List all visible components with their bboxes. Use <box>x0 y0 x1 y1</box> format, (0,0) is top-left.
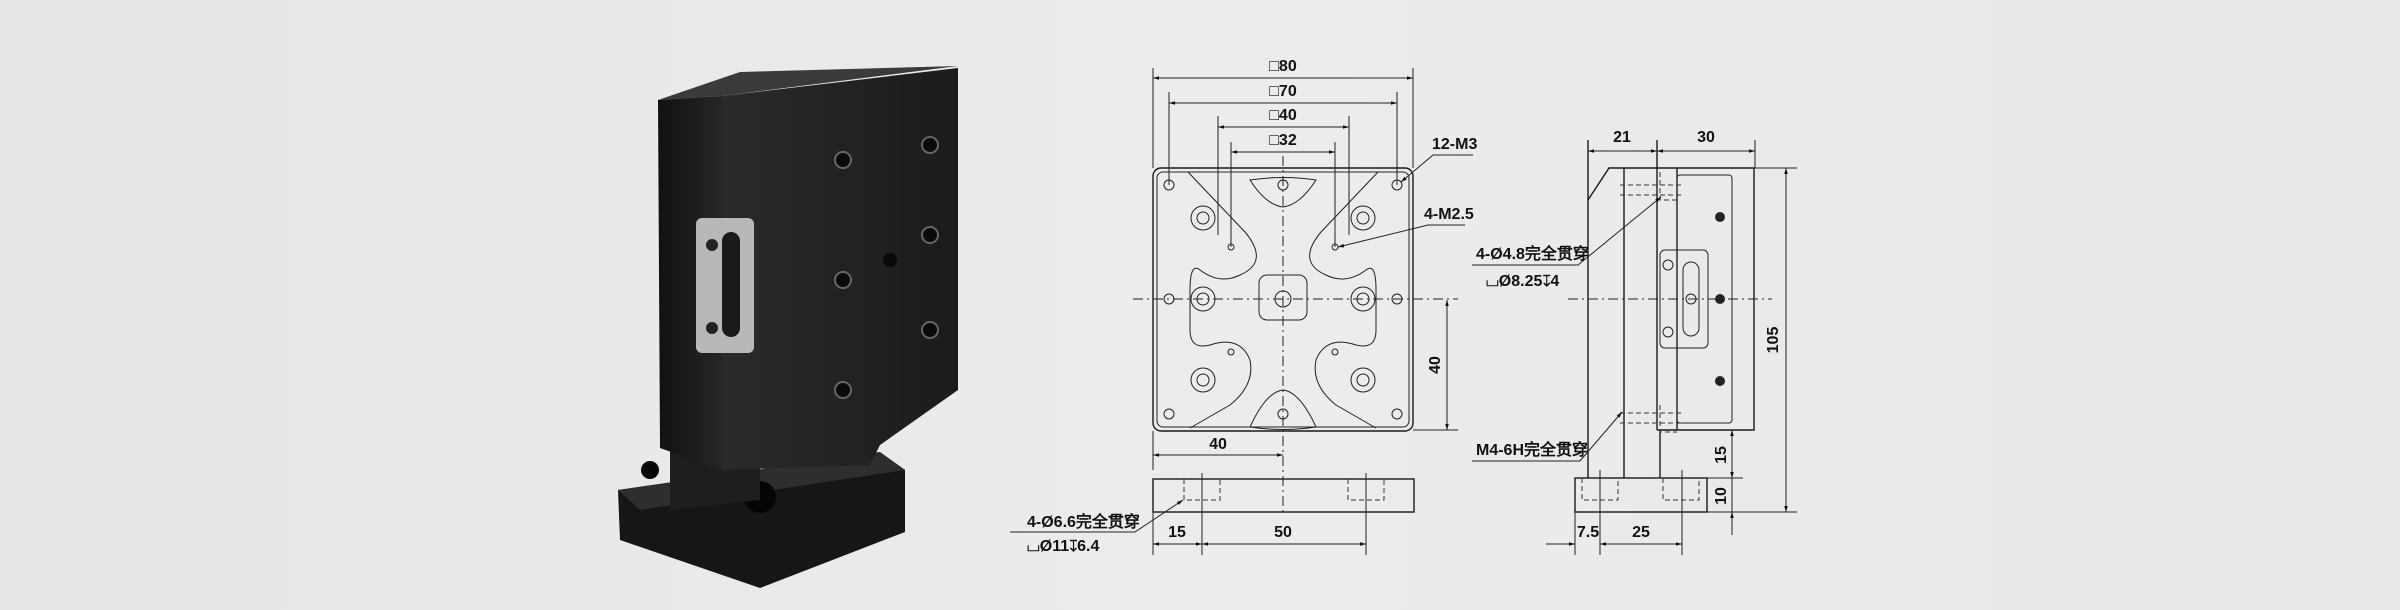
side-face <box>658 96 722 470</box>
dim-40-square-label: □40 <box>1269 107 1297 124</box>
dim-40-horizontal-label: 40 <box>1209 436 1227 453</box>
front-face <box>722 68 958 470</box>
dim-50-label: 50 <box>1274 524 1292 541</box>
dim-32-label: □32 <box>1269 132 1297 149</box>
note-12-m3: 12-M3 <box>1432 136 1477 153</box>
note-through-holes: 4-Ø4.8完全贯穿 <box>1476 244 1589 263</box>
dim-80-label: □80 <box>1269 58 1297 75</box>
dim-15-label: 15 <box>1168 524 1186 541</box>
lock-slot <box>722 232 740 337</box>
note-thread: M4-6H完全贯穿 <box>1476 440 1588 459</box>
dim-25-label: 25 <box>1632 524 1650 541</box>
note-base-holes: 4-Ø6.6完全贯穿 <box>1027 512 1140 531</box>
mount-holes <box>834 136 939 399</box>
lock-screw <box>706 239 718 251</box>
top-face <box>658 66 958 100</box>
dim-40-vertical-label: 40 <box>1427 356 1444 374</box>
dim-15-side-label: 15 <box>1713 446 1730 464</box>
note-base-counterbore: ⌴Ø11↧6.4 <box>1027 538 1100 555</box>
note-4-m2-5: 4-M2.5 <box>1424 206 1474 223</box>
note-counterbore: ⌴Ø8.25↧4 <box>1486 273 1559 290</box>
dim-7-5-label: 7.5 <box>1577 524 1599 541</box>
dim-21-label: 21 <box>1613 129 1631 146</box>
dim-10-label: 10 <box>1713 487 1730 505</box>
dim-30-label: 30 <box>1697 129 1715 146</box>
side-view: 21 30 105 15 10 7.5 25 4-Ø4.8完全贯穿 ⌴Ø8.25… <box>1472 129 1797 555</box>
dim-105-label: 105 <box>1765 327 1782 354</box>
base-hole <box>641 461 659 479</box>
dim-70-label: □70 <box>1269 83 1297 100</box>
lock-screw <box>706 322 718 334</box>
front-view: □80 □70 □40 □32 12-M3 4-M2.5 40 40 15 50… <box>1010 58 1477 555</box>
product-photo <box>618 66 958 588</box>
